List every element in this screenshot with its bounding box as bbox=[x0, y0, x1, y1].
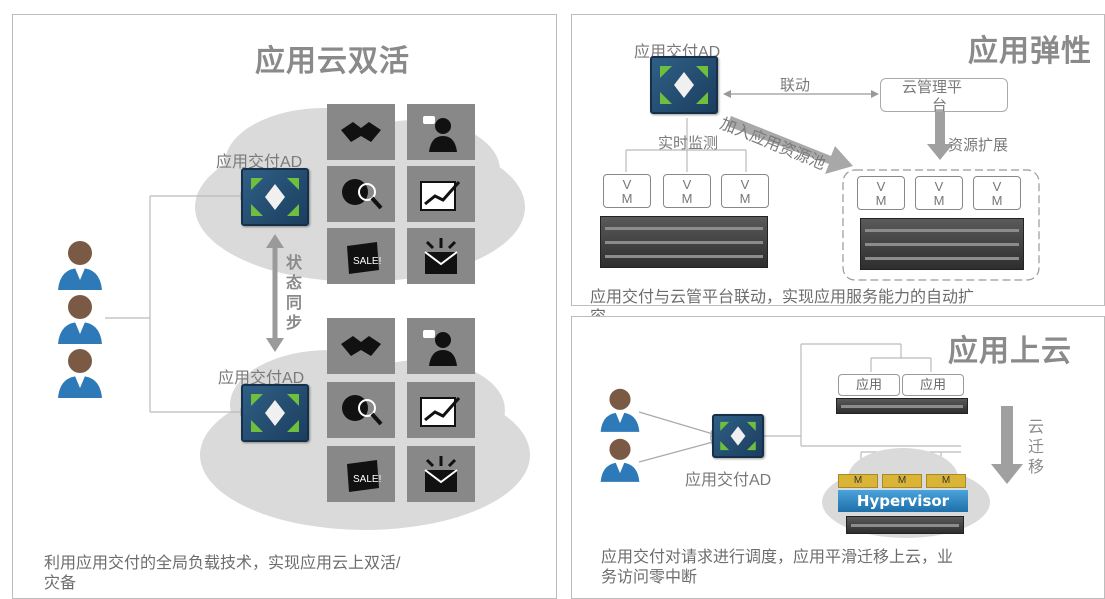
monitor-label: 实时监测 bbox=[658, 135, 719, 152]
vm-mini-box: M bbox=[838, 474, 878, 488]
globe-search-icon bbox=[327, 382, 395, 438]
globe-search-icon bbox=[327, 166, 395, 222]
vm-box: V M bbox=[973, 176, 1021, 210]
growth-chart-icon bbox=[407, 166, 475, 222]
mail-burst-icon bbox=[407, 446, 475, 502]
sync-label: 状 态 同 步 bbox=[286, 254, 306, 334]
sync-char-1: 状 bbox=[286, 255, 303, 272]
vm-text: V M bbox=[991, 179, 1003, 208]
cloud-mgmt-platform-box bbox=[880, 78, 1008, 112]
elastic-panel-title: 应用弹性 bbox=[968, 35, 1092, 68]
migrate-ad-label: 应用交付AD bbox=[685, 472, 772, 489]
server-rack bbox=[860, 218, 1024, 270]
vm-mini-text: M bbox=[897, 475, 907, 486]
svg-text:SALE!: SALE! bbox=[353, 256, 381, 267]
app-box: 应用 bbox=[902, 374, 964, 396]
user-avatar-2 bbox=[55, 292, 105, 349]
sale-tag-icon: SALE! bbox=[327, 446, 395, 502]
link-label: 联动 bbox=[780, 77, 811, 94]
ad-label-bottom: 应用交付AD bbox=[218, 370, 305, 387]
svg-text:SALE!: SALE! bbox=[353, 474, 381, 485]
server-rack bbox=[600, 216, 768, 268]
ad-label-top: 应用交付AD bbox=[216, 154, 303, 171]
user-avatar-5 bbox=[598, 436, 642, 487]
migrate-char-1: 云 bbox=[1028, 419, 1045, 436]
sync-char-3: 同 bbox=[286, 295, 303, 312]
support-agent-icon bbox=[407, 104, 475, 160]
vm-text: V M bbox=[875, 179, 887, 208]
vm-text: V M bbox=[739, 177, 751, 206]
left-caption: 利用应用交付的全局负载技术，实现应用云上双活/ 灾备 bbox=[44, 554, 544, 594]
hypervisor-server-rack bbox=[846, 516, 964, 534]
elastic-ad-device-icon bbox=[650, 56, 718, 114]
vm-box: V M bbox=[721, 174, 769, 208]
app-box: 应用 bbox=[838, 374, 900, 396]
cloud-migrate-panel bbox=[571, 316, 1105, 599]
vm-text: V M bbox=[681, 177, 693, 206]
handshake-icon bbox=[327, 104, 395, 160]
vm-box: V M bbox=[857, 176, 905, 210]
migrate-caption-line2: 务访问零中断 bbox=[601, 569, 698, 586]
left-panel-title: 应用云双活 bbox=[255, 45, 410, 78]
migrate-label: 云 迁 移 bbox=[1028, 418, 1048, 478]
hypervisor-bar: Hypervisor bbox=[838, 490, 968, 512]
cloud-migrate-title: 应用上云 bbox=[948, 335, 1072, 368]
handshake-icon bbox=[327, 318, 395, 374]
migrate-char-2: 迁 bbox=[1028, 439, 1045, 456]
user-avatar-3 bbox=[55, 346, 105, 403]
sync-char-4: 步 bbox=[286, 315, 303, 332]
migrate-caption-line1: 应用交付对请求进行调度，应用平滑迁移上云，业 bbox=[601, 549, 954, 566]
cloud-mgmt-label-line2: 台 bbox=[932, 97, 948, 114]
vm-mini-box: M bbox=[926, 474, 966, 488]
app-server-rack bbox=[836, 398, 968, 414]
migrate-ad-device-icon bbox=[712, 414, 764, 458]
support-agent-icon bbox=[407, 318, 475, 374]
vm-box: V M bbox=[603, 174, 651, 208]
user-avatar-1 bbox=[55, 238, 105, 295]
elastic-flow-lines bbox=[625, 90, 1040, 281]
vm-mini-text: M bbox=[941, 475, 951, 486]
user-avatar-4 bbox=[598, 386, 642, 437]
left-caption-line2: 灾备 bbox=[44, 575, 77, 592]
left-caption-line1: 利用应用交付的全局负载技术，实现应用云上双活/ bbox=[44, 555, 401, 572]
ad-device-icon-bottom bbox=[241, 384, 309, 442]
elastic-caption-line1: 应用交付与云管平台联动，实现应用服务能力的自动扩 bbox=[590, 289, 975, 306]
sale-tag-icon: SALE! bbox=[327, 228, 395, 284]
migrate-caption: 应用交付对请求进行调度，应用平滑迁移上云，业 务访问零中断 bbox=[601, 548, 1091, 588]
vm-text: V M bbox=[933, 179, 945, 208]
growth-chart-icon bbox=[407, 382, 475, 438]
vm-text: V M bbox=[621, 177, 633, 206]
migrate-char-3: 移 bbox=[1028, 459, 1045, 476]
vm-box: V M bbox=[663, 174, 711, 208]
cloud-mgmt-label-line1: 云管理平 bbox=[902, 79, 963, 96]
sync-char-2: 态 bbox=[286, 275, 303, 292]
vm-box: V M bbox=[915, 176, 963, 210]
mail-burst-icon bbox=[407, 228, 475, 284]
ad-device-icon-top bbox=[241, 168, 309, 226]
vm-mini-text: M bbox=[853, 475, 863, 486]
vm-mini-box: M bbox=[882, 474, 922, 488]
expand-label: 资源扩展 bbox=[948, 137, 1009, 154]
